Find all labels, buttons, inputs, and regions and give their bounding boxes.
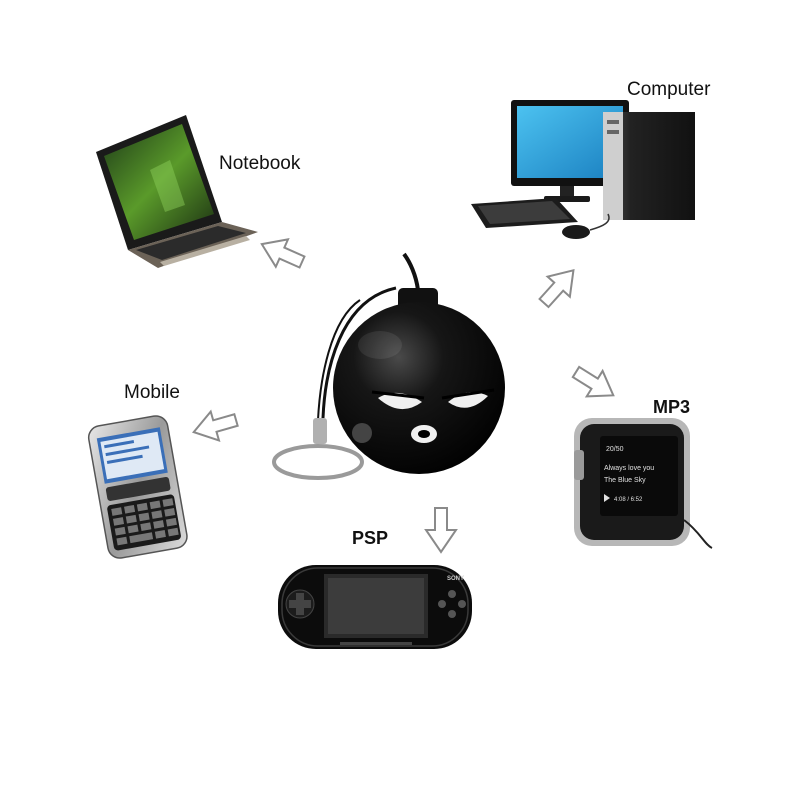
mp3-line2: The Blue Sky (604, 477, 646, 484)
computer-image (471, 100, 695, 239)
arrow-to-mobile (191, 409, 239, 443)
arrow-to-psp (424, 507, 458, 554)
arrow-to-mp3 (571, 365, 615, 398)
label-psp: PSP (352, 528, 389, 548)
arrow-to-computer (538, 268, 575, 309)
mobile-image (87, 415, 188, 559)
mp3-track-count: 20/50 (606, 446, 624, 453)
arrow-to-notebook (260, 238, 306, 269)
psp-image: SONY (278, 565, 472, 649)
psp-brand: SONY (447, 576, 464, 582)
label-mobile: Mobile (124, 382, 180, 403)
speaker-image (272, 252, 505, 480)
label-mp3: MP3 (653, 397, 691, 417)
label-computer: Computer (627, 79, 711, 100)
label-notebook: Notebook (219, 153, 301, 174)
mp3-image: 20/50 Always love you The Blue Sky 4:08 … (574, 418, 713, 549)
mp3-time: 4:08 / 6:52 (614, 497, 643, 503)
notebook-image (96, 115, 258, 268)
mp3-line1: Always love you (604, 465, 654, 472)
